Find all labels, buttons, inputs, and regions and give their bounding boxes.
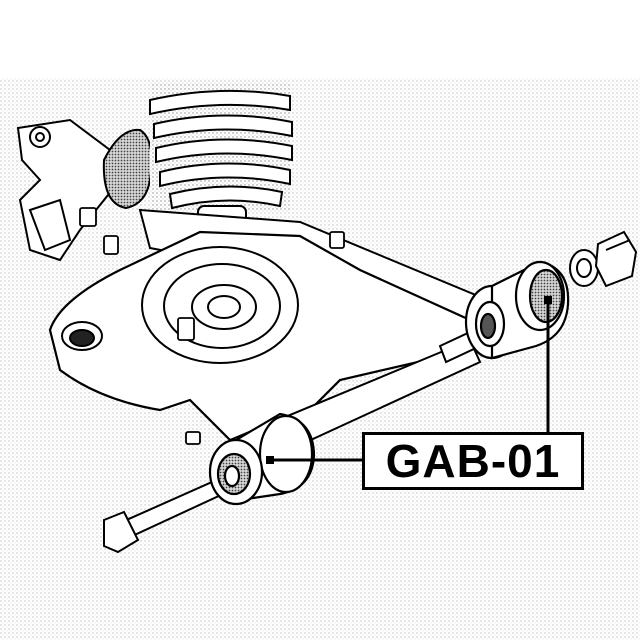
spring-seat xyxy=(141,246,299,364)
arm-mounting-hole xyxy=(61,321,103,351)
bolt-icon xyxy=(79,207,345,445)
part-number-text: GAB-01 xyxy=(385,435,561,487)
leader-lines xyxy=(270,300,550,462)
nut-icon xyxy=(569,230,638,288)
leader-anchor-bushing-front xyxy=(544,296,552,304)
leader-anchor-bushing-rear xyxy=(266,456,274,464)
through-bolt xyxy=(103,330,478,554)
part-number-label: GAB-01 xyxy=(362,432,584,490)
lower-control-arm xyxy=(48,230,472,442)
bushing-icon xyxy=(208,412,316,506)
coil-spring-icon xyxy=(149,82,293,212)
body-mount-bracket xyxy=(16,118,114,262)
